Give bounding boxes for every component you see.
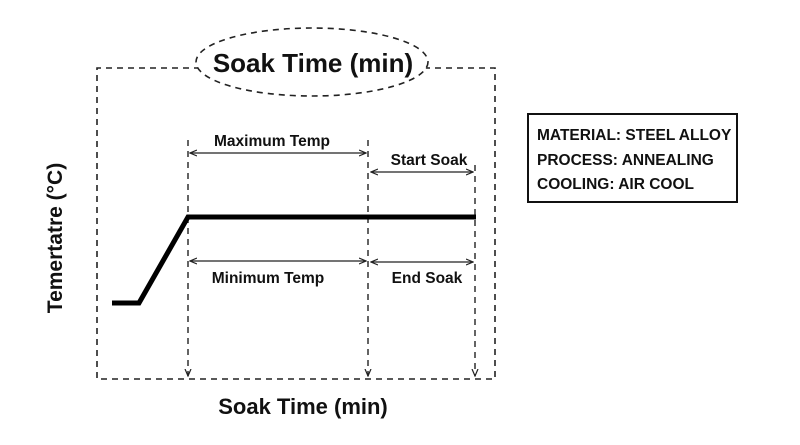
max-temp-label: Maximum Temp (214, 133, 330, 150)
end-soak-label: End Soak (392, 270, 463, 287)
start-soak-label: Start Soak (391, 152, 468, 169)
process-info-box: MATERIAL: STEEL ALLOY PROCESS: ANNEALING… (527, 113, 738, 203)
y-axis-label: Temertatre (°C) (44, 163, 67, 313)
x-axis-label: Soak Time (min) (218, 394, 388, 419)
title-ellipse (195, 27, 429, 97)
temperature-profile-line (112, 214, 476, 306)
min-temp-label: Minimum Temp (212, 270, 325, 287)
plot-frame (96, 67, 496, 380)
process-text: PROCESS: ANNEALING (537, 151, 714, 169)
cooling-text: COOLING: AIR COOL (537, 176, 694, 193)
diagram-title: Soak Time (min) (213, 48, 413, 78)
material-text: MATERIAL: STEEL ALLOY (537, 127, 732, 144)
